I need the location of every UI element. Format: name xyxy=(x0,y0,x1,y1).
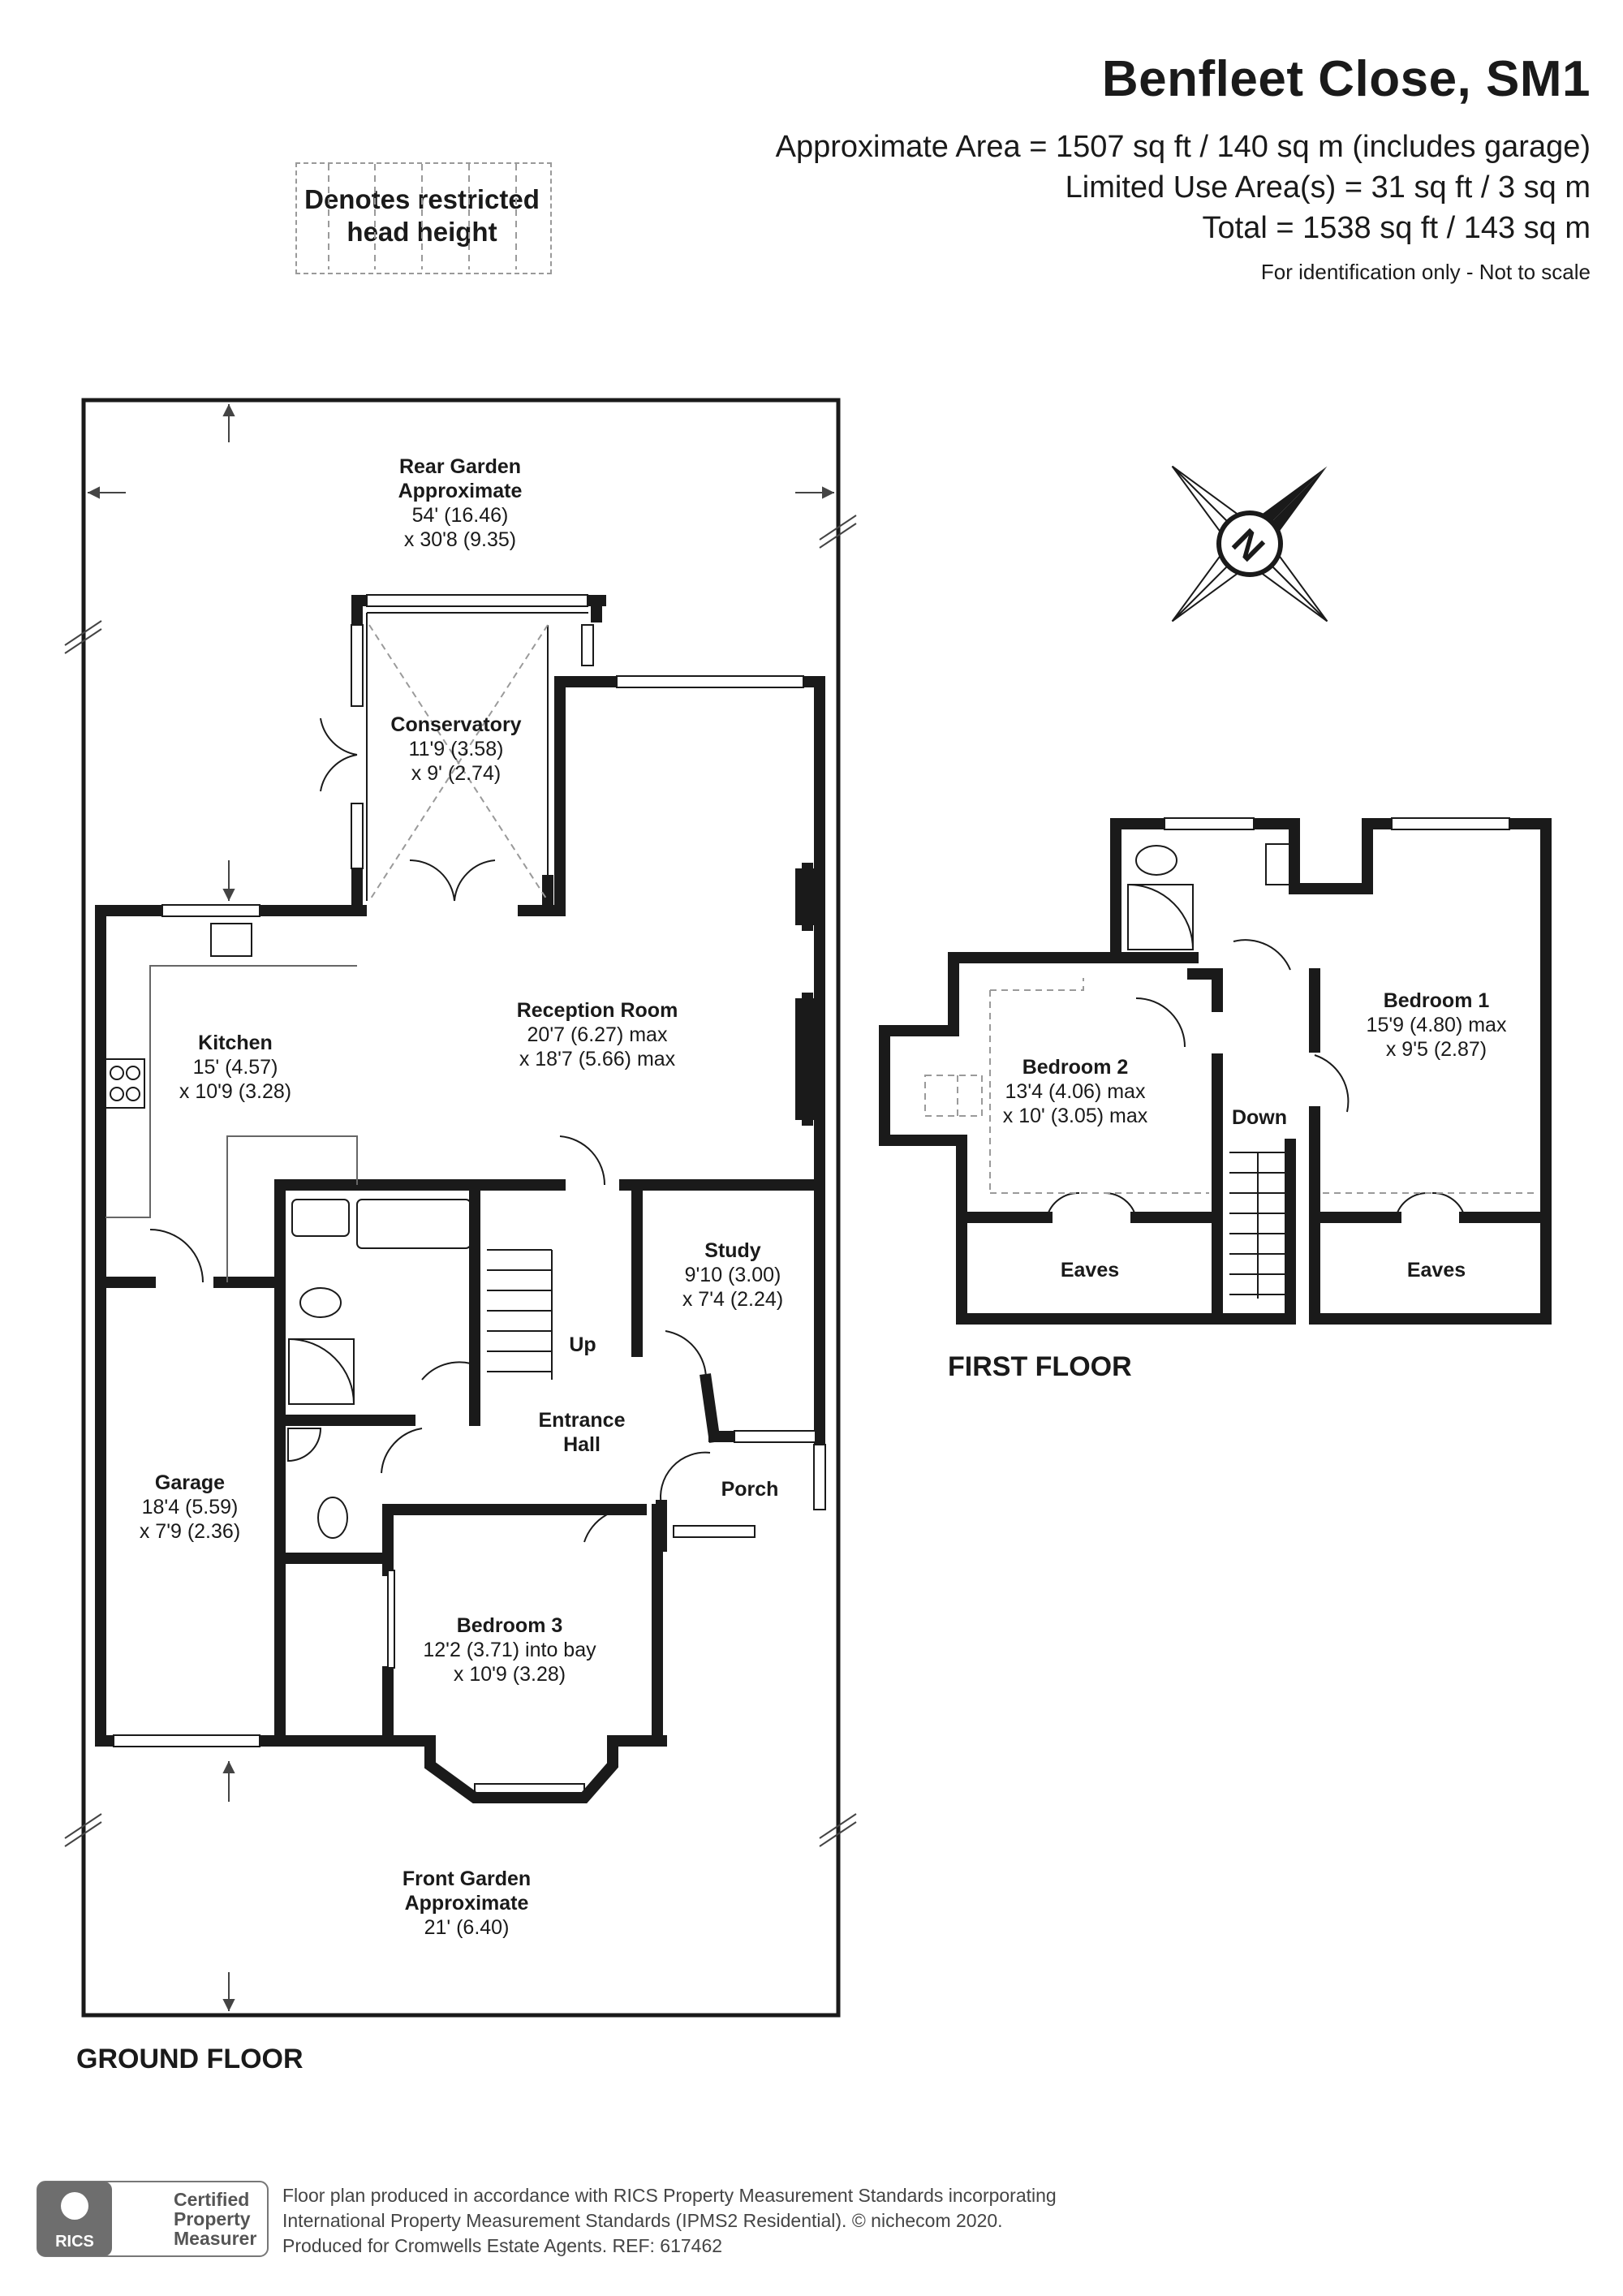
windows xyxy=(113,594,826,1796)
reception-room-label: Reception Room 20'7 (6.27) max x 18'7 (5… xyxy=(516,999,678,1070)
bedroom-3-label: Bedroom 3 12'2 (3.71) into bay x 10'9 (3… xyxy=(423,1614,596,1686)
door-swings xyxy=(149,717,711,1543)
first-floor-fixtures xyxy=(1046,843,1466,1218)
stairs-up-label: Up xyxy=(569,1333,596,1356)
front-garden-label: Front Garden Approximate 21' (6.40) xyxy=(402,1867,532,1939)
ground-floor-title: GROUND FLOOR xyxy=(76,2044,304,2074)
kitchen-worktops xyxy=(105,965,358,1282)
kitchen-sink xyxy=(210,923,252,957)
hob-rings xyxy=(110,1066,140,1101)
footer-line-1: Floor plan produced in accordance with R… xyxy=(282,2185,1057,2206)
restricted-height-legend-box xyxy=(295,162,552,274)
footer-line-2: International Property Measurement Stand… xyxy=(282,2210,1003,2231)
bathroom-fixtures xyxy=(287,1199,471,1539)
legend-hatch xyxy=(328,164,517,269)
scale-note: For identification only - Not to scale xyxy=(1260,260,1591,284)
garage-label: Garage 18'4 (5.59) x 7'9 (2.36) xyxy=(139,1471,241,1543)
bedroom-2-label: Bedroom 2 13'4 (4.06) max x 10' (3.05) m… xyxy=(1002,1056,1148,1127)
garden-dimension-arrows xyxy=(64,403,857,2012)
footer-line-3: Produced for Cromwells Estate Agents. RE… xyxy=(282,2235,723,2256)
page-title: Benfleet Close, SM1 xyxy=(1101,51,1591,107)
eaves-left-label: Eaves xyxy=(1060,1259,1120,1282)
footer-disclaimer: Floor plan produced in accordance with R… xyxy=(282,2183,1057,2259)
compass-rose xyxy=(1171,465,1328,622)
bedroom-1-label: Bedroom 1 15'9 (4.80) max x 9'5 (2.87) xyxy=(1366,989,1507,1061)
entrance-hall-label: Entrance Hall xyxy=(538,1409,626,1456)
chimney-left xyxy=(795,868,820,925)
rics-logo-text: RICS xyxy=(55,2233,94,2251)
certified-badge-text: Certified Property Measurer xyxy=(174,2189,257,2249)
total-area: Total = 1538 sq ft / 143 sq m xyxy=(1202,211,1591,245)
conservatory-label: Conservatory 11'9 (3.58) x 9' (2.74) xyxy=(390,713,522,785)
first-floor-walls xyxy=(879,818,1552,1325)
site-boundary xyxy=(81,398,841,2018)
kitchen-label: Kitchen 15' (4.57) x 10'9 (3.28) xyxy=(179,1032,292,1103)
rics-badge-graphic xyxy=(37,2181,269,2257)
kitchen-hob xyxy=(105,1058,145,1109)
first-floor-title: FIRST FLOOR xyxy=(948,1351,1132,1382)
first-floor-stairs xyxy=(1229,1152,1290,1299)
approximate-area: Approximate Area = 1507 sq ft / 140 sq m… xyxy=(775,130,1591,164)
study-label: Study 9'10 (3.00) x 7'4 (2.24) xyxy=(682,1239,784,1311)
first-floor-windows xyxy=(1164,817,1510,830)
stairs-down-label: Down xyxy=(1231,1106,1288,1129)
conservatory-frame xyxy=(366,612,588,902)
bay-window xyxy=(424,1741,618,1803)
first-floor-restricted-height xyxy=(924,978,1538,1194)
ground-stairs xyxy=(487,1249,553,1380)
eaves-right-label: Eaves xyxy=(1406,1259,1466,1282)
rear-garden-label: Rear Garden Approximate 54' (16.46) x 30… xyxy=(398,455,523,551)
porch-label: Porch xyxy=(721,1478,779,1501)
limited-use-area: Limited Use Area(s) = 31 sq ft / 3 sq m xyxy=(1065,170,1591,205)
chimney-right xyxy=(795,998,820,1120)
